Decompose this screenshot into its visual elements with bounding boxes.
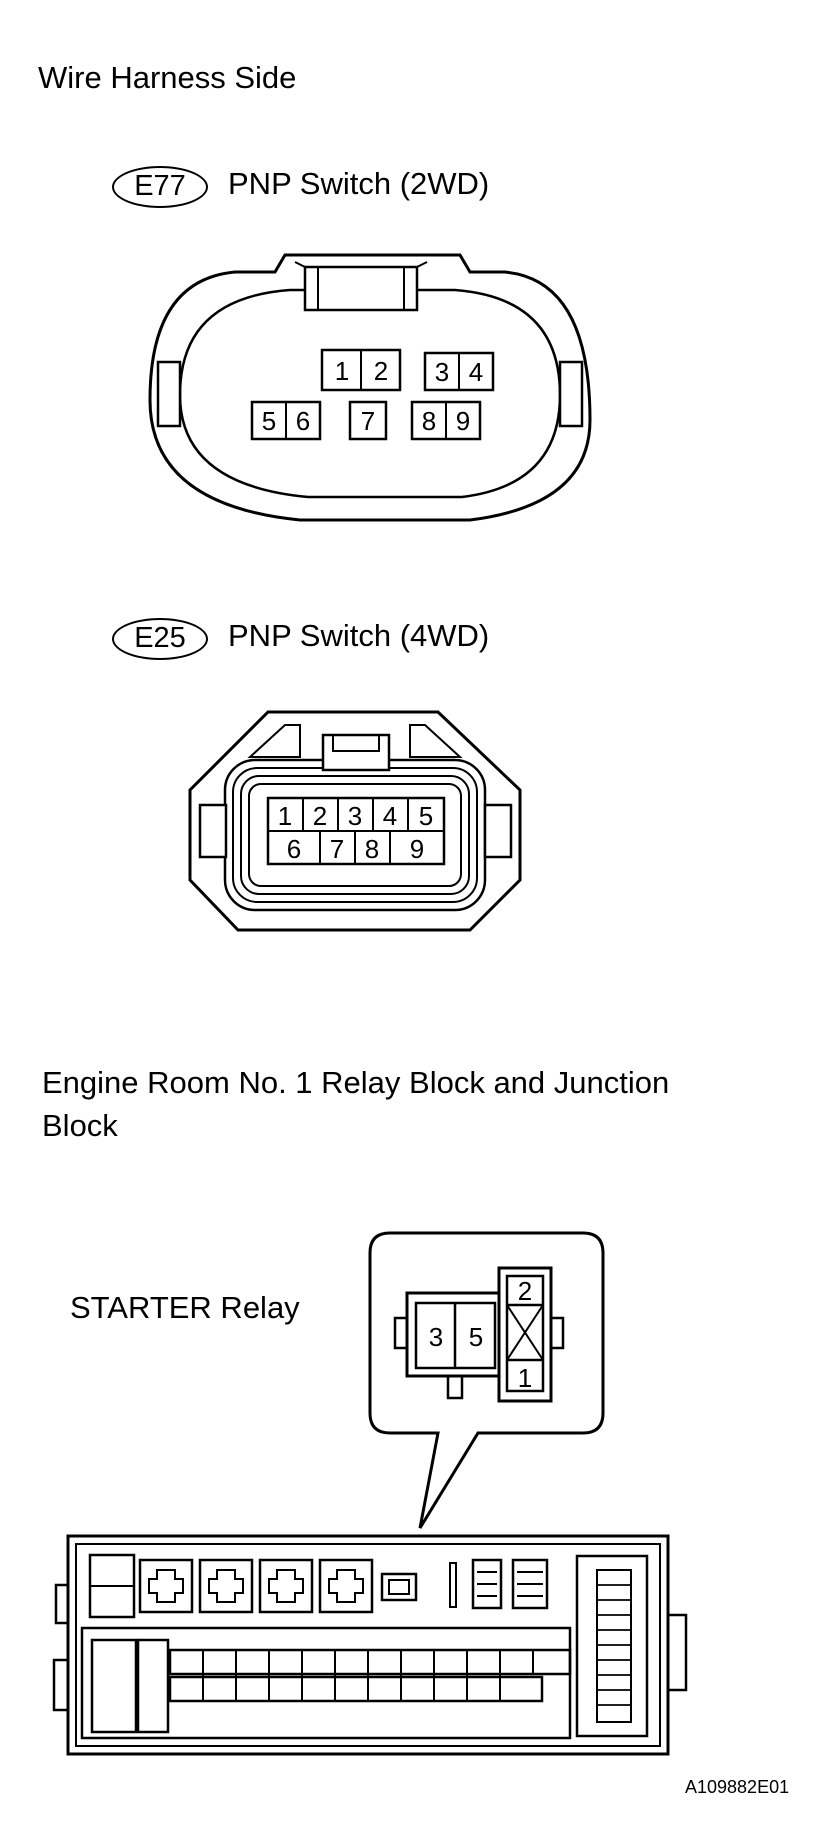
e25-pin: 1 xyxy=(278,801,292,831)
e25-pin: 8 xyxy=(365,834,379,864)
e25-pin: 3 xyxy=(348,801,362,831)
relay-pin: 1 xyxy=(518,1363,532,1393)
section-title: Wire Harness Side xyxy=(38,60,297,95)
relay-pin: 3 xyxy=(429,1322,443,1352)
connector-name-e25: PNP Switch (4WD) xyxy=(228,618,490,653)
e77-pin: 9 xyxy=(456,406,470,436)
e25-pin: 7 xyxy=(330,834,344,864)
e25-pin: 9 xyxy=(410,834,424,864)
relay-junction-block-drawing xyxy=(52,1534,688,1756)
connector-code-e77: E77 xyxy=(112,166,208,208)
relay-pin: 2 xyxy=(518,1276,532,1306)
e25-pin: 6 xyxy=(287,834,301,864)
connector-code-e25: E25 xyxy=(112,618,208,660)
e77-pin: 2 xyxy=(374,356,388,386)
starter-relay-pin-labels: 3 5 2 1 xyxy=(429,1276,532,1393)
e77-pin: 8 xyxy=(422,406,436,436)
starter-relay-label: STARTER Relay xyxy=(70,1290,300,1325)
connector-e77-pin-labels: 1 2 3 4 5 6 7 8 9 xyxy=(262,356,483,436)
e77-pin: 6 xyxy=(296,406,310,436)
relay-block-title-line2: Block xyxy=(42,1108,118,1143)
e25-pin: 5 xyxy=(419,801,433,831)
relay-block-title-line1: Engine Room No. 1 Relay Block and Juncti… xyxy=(42,1065,670,1100)
connector-e77-drawing xyxy=(148,253,592,522)
connector-e25-pin-labels: 1 2 3 4 5 6 7 8 9 xyxy=(278,801,433,864)
connector-e25-drawing xyxy=(188,710,522,932)
relay-pin: 5 xyxy=(469,1322,483,1352)
e77-pin: 5 xyxy=(262,406,276,436)
e77-pin: 4 xyxy=(469,357,483,387)
e25-pin: 4 xyxy=(383,801,397,831)
starter-relay-callout xyxy=(368,1231,605,1529)
e77-pin: 7 xyxy=(361,406,375,436)
figure-id: A109882E01 xyxy=(685,1777,790,1797)
connector-name-e77: PNP Switch (2WD) xyxy=(228,166,490,201)
e77-pin: 3 xyxy=(435,357,449,387)
e77-pin: 1 xyxy=(335,356,349,386)
e25-pin: 2 xyxy=(313,801,327,831)
